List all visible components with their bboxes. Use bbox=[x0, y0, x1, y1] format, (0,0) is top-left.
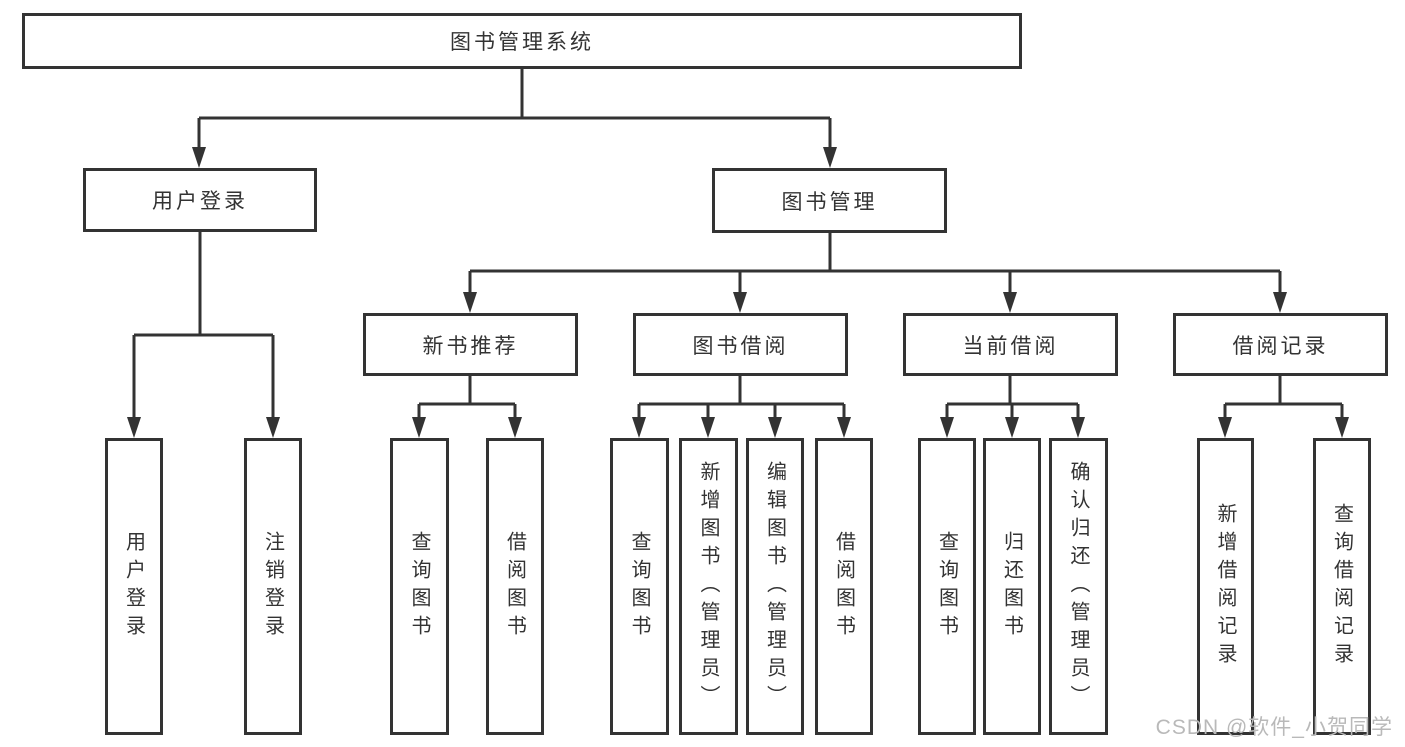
leaf-borrow-add-books-admin: 新增图书（管理员） bbox=[679, 438, 738, 735]
node-book-management-label: 图书管理 bbox=[781, 190, 878, 214]
node-root: 图书管理系统 bbox=[22, 13, 1022, 69]
leaf-borrow-edit-books-admin-label: 编辑图书（管理员） bbox=[763, 460, 786, 713]
node-user-login: 用户登录 bbox=[83, 168, 317, 232]
leaf-record-query-label: 查询借阅记录 bbox=[1330, 502, 1353, 671]
node-new-book-recommend: 新书推荐 bbox=[363, 313, 578, 376]
leaf-current-return-books: 归还图书 bbox=[983, 438, 1041, 735]
leaf-current-confirm-return-admin: 确认归还（管理员） bbox=[1049, 438, 1108, 735]
node-borrow-record: 借阅记录 bbox=[1173, 313, 1388, 376]
leaf-record-add-label: 新增借阅记录 bbox=[1214, 502, 1236, 671]
node-book-borrow-label: 图书借阅 bbox=[692, 334, 789, 358]
node-book-borrow: 图书借阅 bbox=[633, 313, 848, 376]
leaf-borrow-edit-books-admin: 编辑图书（管理员） bbox=[746, 438, 804, 735]
leaf-borrow-borrow-books-label: 借阅图书 bbox=[832, 530, 855, 643]
connector-root-to-level2 bbox=[197, 69, 832, 149]
leaf-borrow-add-books-admin-label: 新增图书（管理员） bbox=[697, 460, 719, 713]
leaf-newbook-borrow-books-label: 借阅图书 bbox=[503, 530, 526, 643]
leaf-logout-label: 注销登录 bbox=[261, 530, 284, 643]
leaf-user-login: 用户登录 bbox=[105, 438, 163, 735]
csdn-watermark: CSDN @软件_小贺同学 bbox=[1155, 716, 1393, 739]
arrowheads bbox=[127, 147, 1349, 438]
leaf-record-query: 查询借阅记录 bbox=[1313, 438, 1371, 735]
connector-bookmgmt-to-level3 bbox=[468, 233, 1282, 294]
leaf-current-query-books: 查询图书 bbox=[918, 438, 976, 735]
node-borrow-record-label: 借阅记录 bbox=[1232, 334, 1329, 358]
leaf-user-login-label: 用户登录 bbox=[122, 530, 145, 643]
node-new-book-recommend-label: 新书推荐 bbox=[422, 334, 519, 358]
connector-currentborrow-to-leaves bbox=[945, 376, 1080, 419]
node-root-label: 图书管理系统 bbox=[450, 31, 594, 54]
leaf-logout: 注销登录 bbox=[244, 438, 302, 735]
leaf-newbook-query-books: 查询图书 bbox=[390, 438, 449, 735]
leaf-current-query-books-label: 查询图书 bbox=[935, 530, 958, 643]
connector-userlogin-to-leaves bbox=[132, 232, 275, 419]
node-book-management: 图书管理 bbox=[712, 168, 947, 233]
node-user-login-label: 用户登录 bbox=[152, 190, 248, 213]
connector-bookborrow-to-leaves bbox=[637, 376, 846, 419]
connector-newbook-to-leaves bbox=[417, 376, 517, 419]
leaf-borrow-borrow-books: 借阅图书 bbox=[815, 438, 873, 735]
leaf-newbook-borrow-books: 借阅图书 bbox=[486, 438, 544, 735]
leaf-newbook-query-books-label: 查询图书 bbox=[408, 530, 430, 643]
node-current-borrow: 当前借阅 bbox=[903, 313, 1118, 376]
connector-borrowrecord-to-leaves bbox=[1223, 376, 1344, 419]
leaf-borrow-query-books-label: 查询图书 bbox=[628, 530, 650, 643]
leaf-current-confirm-return-admin-label: 确认归还（管理员） bbox=[1067, 460, 1089, 713]
leaf-borrow-query-books: 查询图书 bbox=[610, 438, 669, 735]
node-current-borrow-label: 当前借阅 bbox=[962, 334, 1059, 358]
leaf-record-add: 新增借阅记录 bbox=[1197, 438, 1254, 735]
leaf-current-return-books-label: 归还图书 bbox=[1000, 530, 1023, 643]
